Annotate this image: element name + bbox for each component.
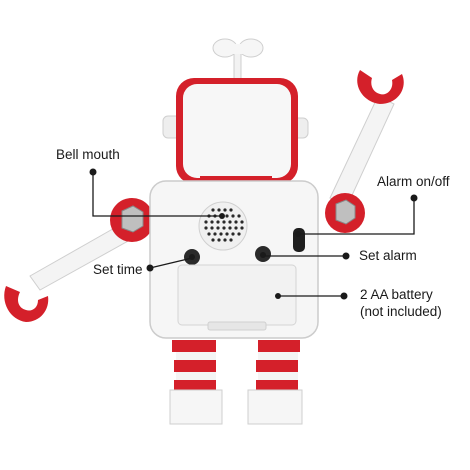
set-time-label: Set time <box>93 262 143 277</box>
bell-mouth-label: Bell mouth <box>56 147 120 162</box>
callout-lines <box>92 172 415 297</box>
battery-end-dot <box>275 293 281 299</box>
alarm-switch-dot <box>410 194 418 202</box>
wind-up-key <box>212 38 264 85</box>
robot-legs <box>169 340 303 425</box>
set-time-end-dot <box>189 254 195 260</box>
set-alarm-end-dot <box>260 252 266 258</box>
bell-mouth-callout-line <box>92 172 222 217</box>
left-arm <box>4 198 154 322</box>
battery-label-line1: 2 AA battery <box>360 287 433 302</box>
set-alarm-label: Set alarm <box>359 248 417 263</box>
right-arm <box>325 70 404 233</box>
bell-mouth-dot <box>89 168 97 176</box>
battery-dot <box>340 292 348 300</box>
battery-label-line2: (not included) <box>360 304 442 319</box>
bell-mouth-end-dot <box>219 213 225 219</box>
alarm-switch-end-dot <box>295 231 301 237</box>
alarm-on-off-label: Alarm on/off <box>377 174 450 189</box>
set-time-dot <box>146 264 154 272</box>
robot-head <box>162 78 309 186</box>
set-time-callout-line <box>149 257 193 269</box>
battery-label: 2 AA battery (not included) <box>360 286 442 320</box>
alarm-switch-callout-line <box>298 198 415 235</box>
set-alarm-dot <box>342 252 350 260</box>
callout-dots <box>89 168 418 300</box>
robot-body <box>149 180 319 339</box>
